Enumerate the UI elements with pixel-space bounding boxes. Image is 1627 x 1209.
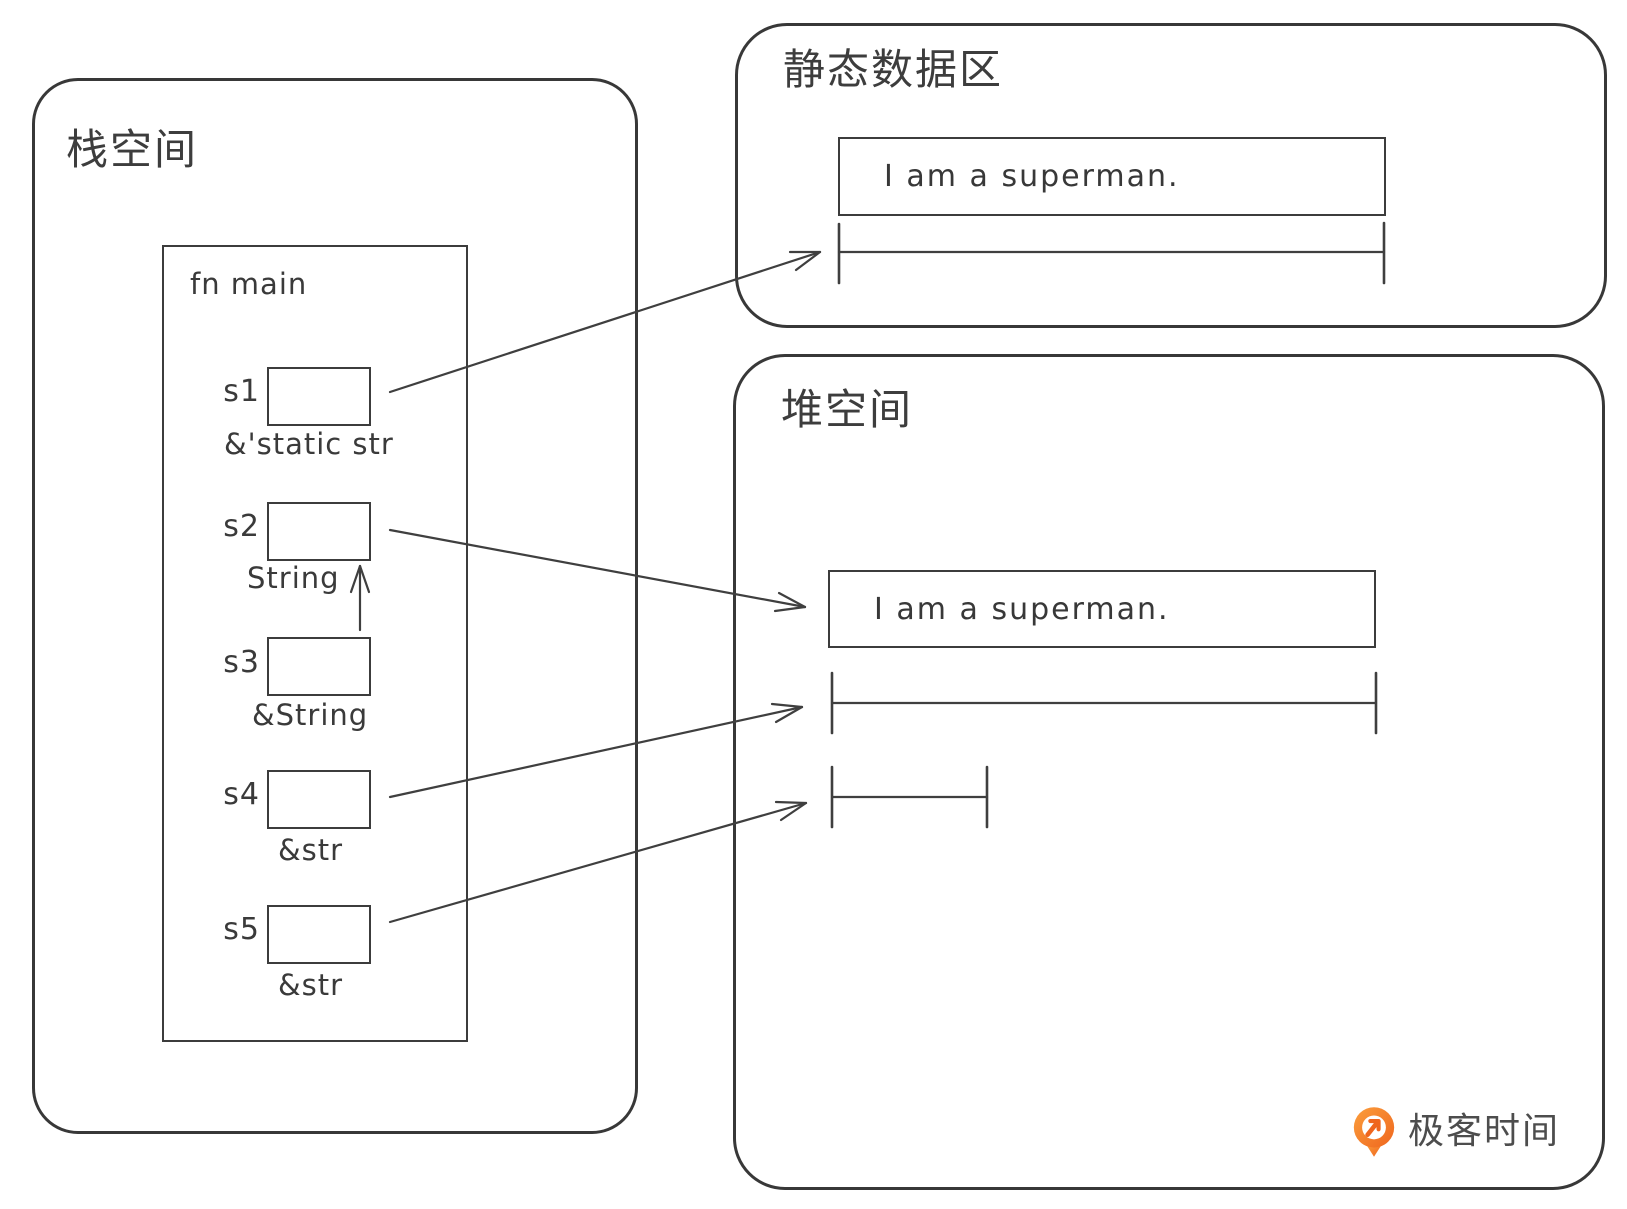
- static-data-region-title: 静态数据区: [783, 45, 1004, 94]
- var-type-s5: &str: [278, 968, 344, 1002]
- var-name-s4: s4: [223, 777, 260, 812]
- geektime-logo-text: 极客时间: [1408, 1111, 1561, 1152]
- static-string-cell: I am a superman.: [838, 137, 1386, 216]
- static-string-text: I am a superman.: [884, 159, 1180, 194]
- fn-main-label: fn main: [190, 267, 308, 301]
- var-type-s1: &'static str: [224, 427, 394, 461]
- var-name-s3: s3: [223, 645, 260, 680]
- var-name-s1: s1: [223, 374, 260, 409]
- var-name-s2: s2: [223, 509, 260, 544]
- heap-region-box: [733, 354, 1605, 1190]
- geektime-logo-icon: [1353, 1107, 1395, 1157]
- stack-region-title: 栈空间: [66, 125, 199, 174]
- var-type-s2: String: [247, 561, 340, 595]
- heap-string-text: I am a superman.: [874, 591, 1170, 627]
- var-type-s3: &String: [252, 698, 369, 732]
- fn-main-frame: fn main s1 &'static str s2 String s3 &St…: [162, 245, 468, 1042]
- var-box-s2: [267, 502, 371, 561]
- geektime-logo: 极客时间: [1352, 1106, 1560, 1158]
- var-name-s5: s5: [223, 912, 260, 947]
- heap-string-cell: I am a superman.: [828, 570, 1376, 648]
- var-box-s1: [267, 367, 371, 426]
- var-box-s5: [267, 905, 371, 964]
- heap-region-title: 堆空间: [781, 385, 914, 434]
- var-type-s4: &str: [278, 833, 344, 867]
- var-box-s3: [267, 637, 371, 696]
- var-box-s4: [267, 770, 371, 829]
